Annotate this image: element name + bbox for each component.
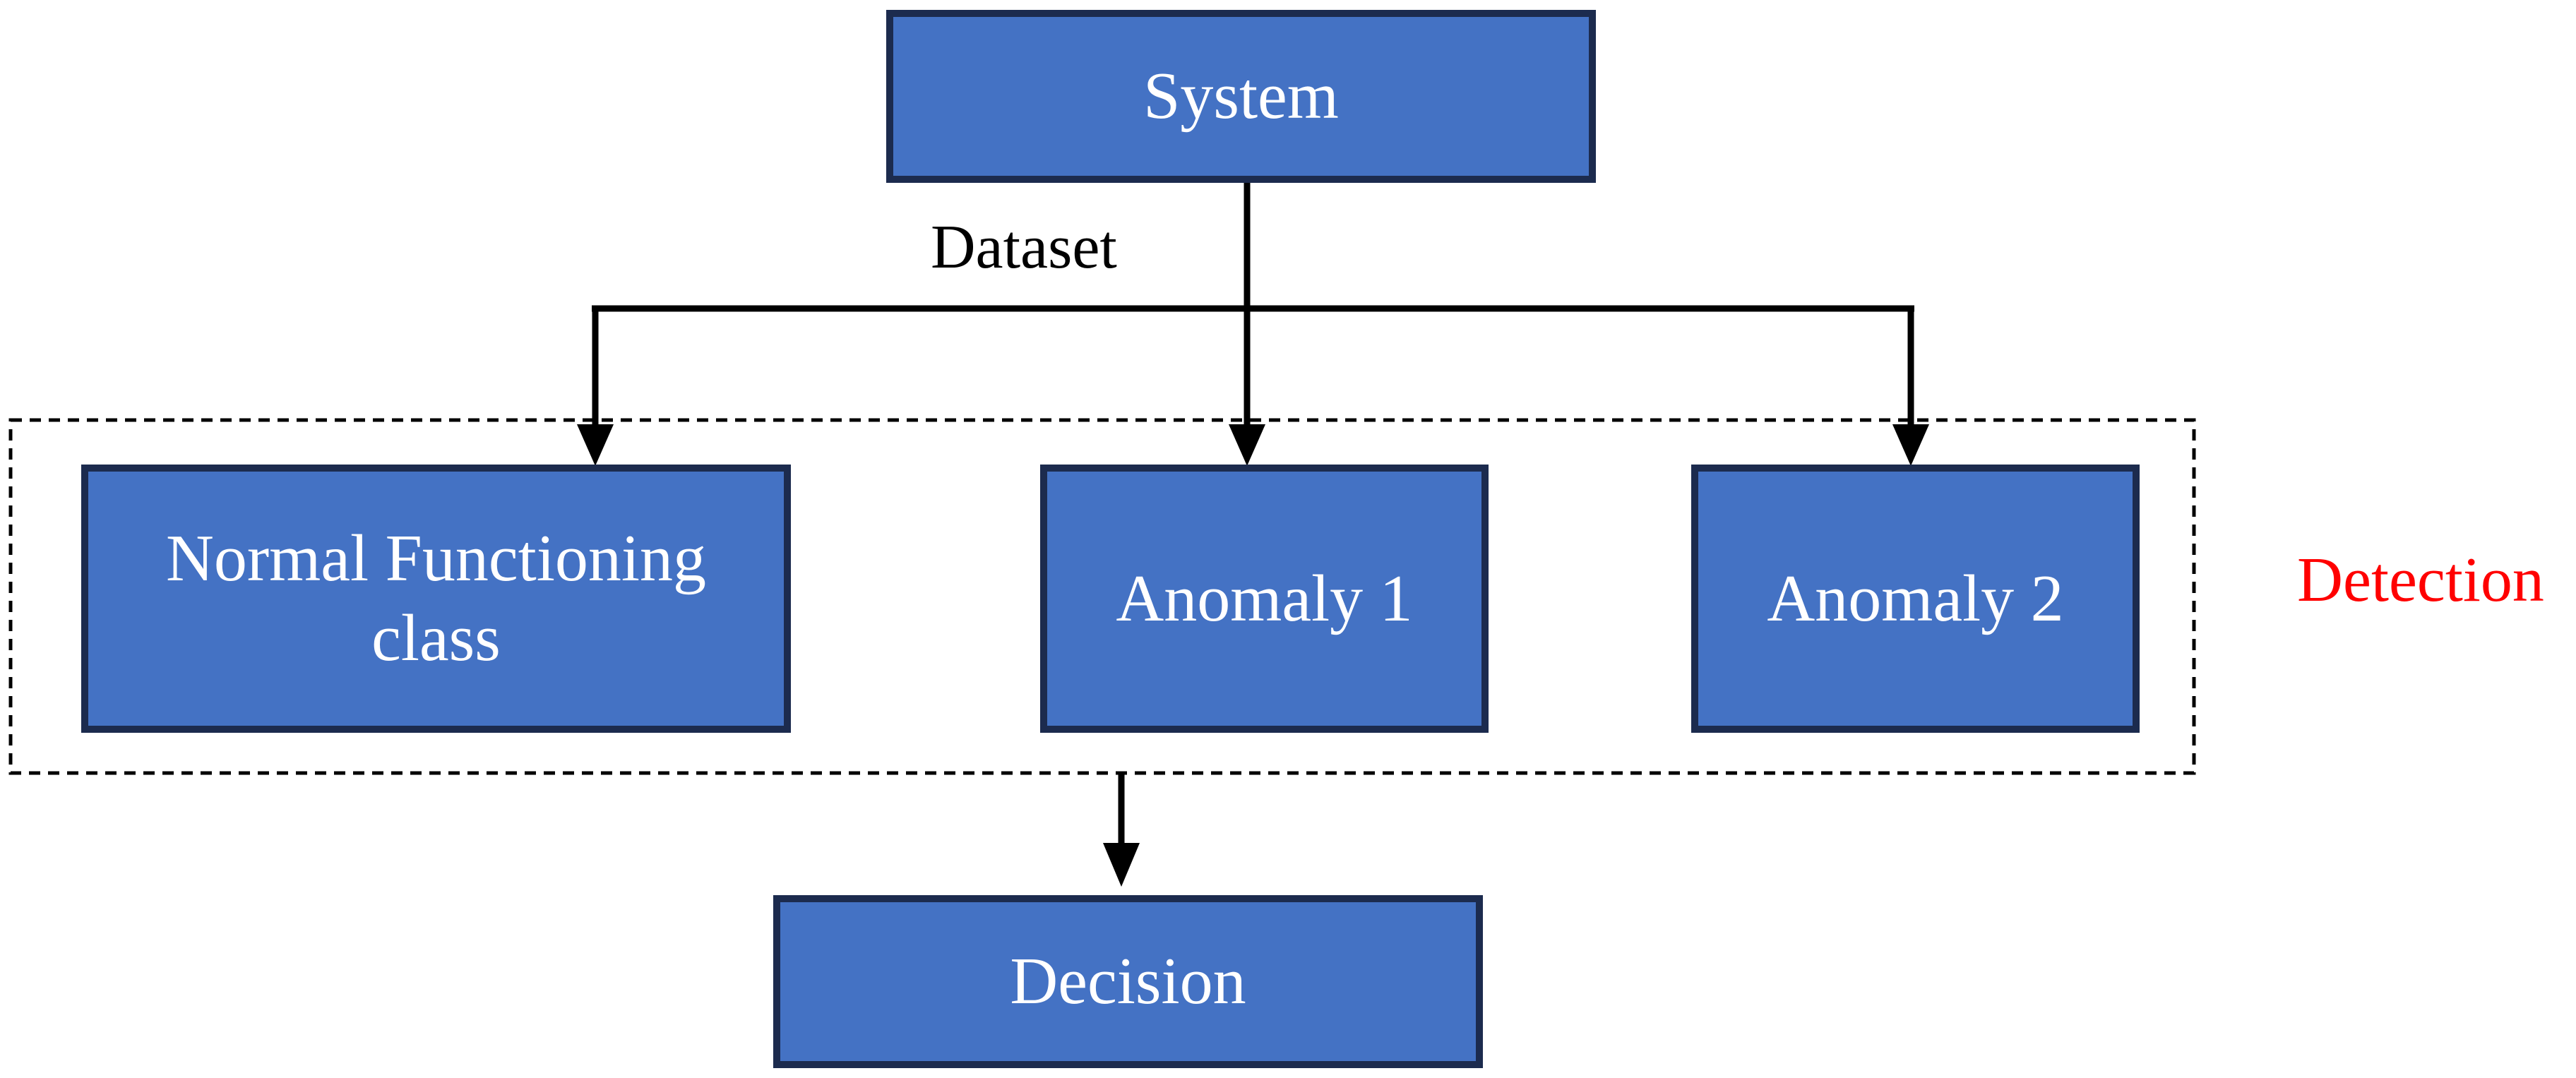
node-anomaly-1-label: Anomaly 1 xyxy=(1116,561,1413,635)
dataset-label: Dataset xyxy=(931,213,1117,282)
node-anomaly-2-label: Anomaly 2 xyxy=(1767,561,2064,635)
detection-region-dashed-border xyxy=(8,418,2196,775)
arrowhead-to-decision xyxy=(1103,843,1140,887)
arrowhead-to-anomaly1 xyxy=(1229,424,1265,466)
arrowhead-to-anomaly2 xyxy=(1892,424,1929,466)
node-normal-functioning-class-label: Normal Functioning class xyxy=(166,522,706,675)
node-normal-functioning-class: Normal Functioning class xyxy=(81,465,791,733)
node-anomaly-1: Anomaly 1 xyxy=(1040,465,1489,733)
detection-label: Detection xyxy=(2297,545,2544,615)
node-system-label: System xyxy=(1143,59,1339,133)
node-decision: Decision xyxy=(773,895,1483,1068)
arrowhead-to-normal xyxy=(577,424,614,466)
node-system: System xyxy=(886,10,1596,183)
node-decision-label: Decision xyxy=(1010,945,1246,1019)
node-anomaly-2: Anomaly 2 xyxy=(1691,465,2140,733)
